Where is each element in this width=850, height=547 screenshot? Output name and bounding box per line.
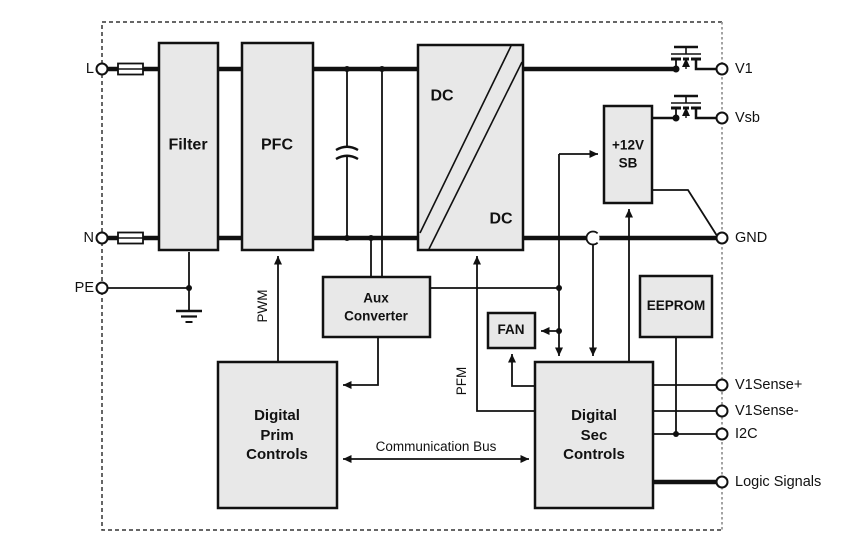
- standby-rail-wire: [555, 150, 598, 356]
- output-label-v1sense-minus: V1Sense-: [735, 403, 799, 419]
- blocks-layer: [157, 41, 714, 510]
- terminal-v1sense-minus: [715, 404, 729, 418]
- dcdc-top-label: DC: [430, 87, 454, 105]
- terminals-layer: [95, 62, 729, 489]
- digital-sec-controls-label: Digital Sec Controls: [563, 406, 625, 463]
- eeprom-i2c-wire: [673, 337, 679, 437]
- input-label-n: N: [83, 230, 94, 246]
- pwm-label: PWM: [255, 289, 271, 323]
- output-label-v1sense-plus: V1Sense+: [735, 377, 803, 393]
- dcdc-block: [416, 43, 525, 252]
- terminal-l: [95, 62, 109, 76]
- capacitor-icon: [335, 66, 359, 241]
- output-label-gnd: GND: [735, 230, 768, 246]
- filter-label: Filter: [168, 136, 208, 154]
- output-label-vsb: Vsb: [735, 110, 760, 126]
- aux-converter-label: Aux Converter: [344, 290, 408, 323]
- terminal-logic-signals: [715, 475, 729, 489]
- digital-prim-controls-label: Digital Prim Controls: [246, 406, 308, 463]
- n-fuse-icon: [117, 231, 144, 245]
- ground-icon: [176, 252, 202, 323]
- 12v-sb-block: [602, 104, 654, 205]
- terminal-vsb: [715, 111, 729, 125]
- fan-control-wire: [508, 354, 535, 387]
- pfc-block: [240, 41, 315, 252]
- pe-junction-dot: [186, 285, 192, 291]
- pfc-label: PFC: [261, 136, 293, 154]
- filter-block: [157, 41, 220, 252]
- terminal-pe: [95, 281, 109, 295]
- output-label-i2c: I2C: [735, 426, 758, 442]
- aux-converter-block: [321, 275, 432, 339]
- fan-block: [486, 311, 537, 350]
- eeprom-block: [638, 274, 714, 339]
- input-label-pe: PE: [74, 280, 94, 296]
- l-fuse-icon: [117, 62, 144, 76]
- 12v-sb-label: +12V SB: [612, 137, 644, 170]
- terminal-gnd: [715, 231, 729, 245]
- pfm-wire: [473, 256, 535, 412]
- digital-sec-controls-block: [533, 360, 655, 510]
- fan-label: FAN: [497, 322, 525, 338]
- dcdc-bottom-label: DC: [489, 210, 513, 228]
- communication-bus-label: Communication Bus: [375, 439, 497, 455]
- output-label-logic-signals: Logic Signals: [735, 474, 822, 490]
- dcdc-diagonal-lines: [419, 45, 523, 250]
- terminal-i2c: [715, 427, 729, 441]
- gnd-sense-tap: [585, 230, 600, 356]
- vsb-mosfet-icon: [669, 94, 717, 123]
- input-label-l: L: [85, 61, 94, 77]
- terminal-n: [95, 231, 109, 245]
- enclosure-dashed-border: [101, 21, 723, 531]
- output-label-v1: V1: [735, 61, 753, 77]
- pfm-label: PFM: [454, 366, 470, 396]
- digital-prim-controls-block: [216, 360, 339, 510]
- v1-mosfet-icon: [669, 45, 717, 74]
- wiring-layer: [107, 45, 718, 485]
- aux-input-wires: [368, 66, 385, 277]
- terminal-v1sense-plus: [715, 378, 729, 392]
- aux-to-prim-wire: [343, 337, 379, 389]
- terminal-v1: [715, 62, 729, 76]
- sb-gnd-wire: [652, 189, 718, 236]
- eeprom-label: EEPROM: [646, 298, 706, 314]
